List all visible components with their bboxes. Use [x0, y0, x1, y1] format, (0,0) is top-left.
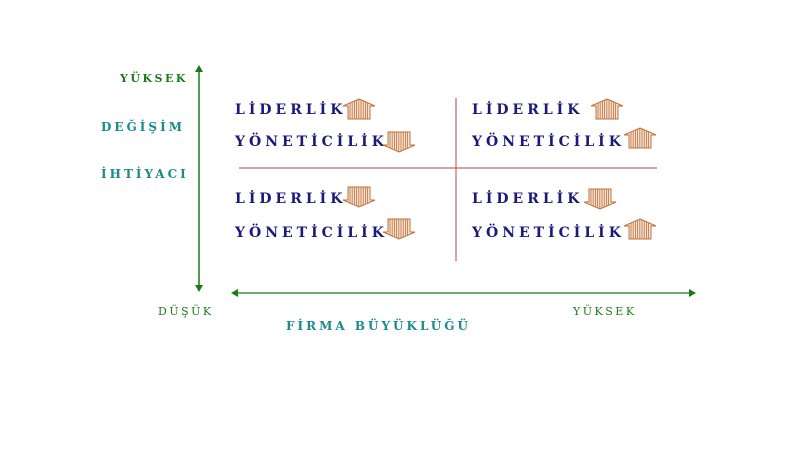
up-arrow-icon [590, 98, 624, 120]
y-axis-high-label: YÜKSEK [120, 72, 188, 85]
down-arrow-icon [342, 186, 376, 208]
bottom-right-leadership-label: LİDERLİK [472, 191, 584, 207]
up-arrow-icon [623, 218, 657, 240]
x-axis-high-label: YÜKSEK [573, 305, 637, 318]
x-axis-title: FİRMA BÜYÜKLÜĞÜ [286, 319, 471, 333]
bottom-left-management-label: YÖNETİCİLİK [235, 225, 388, 241]
y-axis-arrow-top [195, 65, 203, 72]
up-arrow-icon [342, 98, 376, 120]
top-right-leadership-label: LİDERLİK [472, 102, 584, 118]
top-left-leadership-label: LİDERLİK [235, 102, 347, 118]
x-axis-arrow-right [689, 289, 696, 297]
top-right-management-label: YÖNETİCİLİK [472, 134, 625, 150]
y-axis-title-line1: DEĞİŞİM [101, 120, 185, 134]
bottom-right-management-label: YÖNETİCİLİK [472, 225, 625, 241]
y-axis-arrow-bottom [195, 285, 203, 292]
x-axis-low-label: DÜŞÜK [158, 305, 214, 318]
bottom-left-leadership-label: LİDERLİK [235, 191, 347, 207]
y-axis-title-line2: İHTİYACI [101, 167, 189, 181]
top-left-management-label: YÖNETİCİLİK [235, 134, 388, 150]
x-axis-arrow-left [231, 289, 238, 297]
down-arrow-icon [382, 218, 416, 240]
down-arrow-icon [382, 131, 416, 153]
down-arrow-icon [583, 188, 617, 210]
up-arrow-icon [623, 127, 657, 149]
